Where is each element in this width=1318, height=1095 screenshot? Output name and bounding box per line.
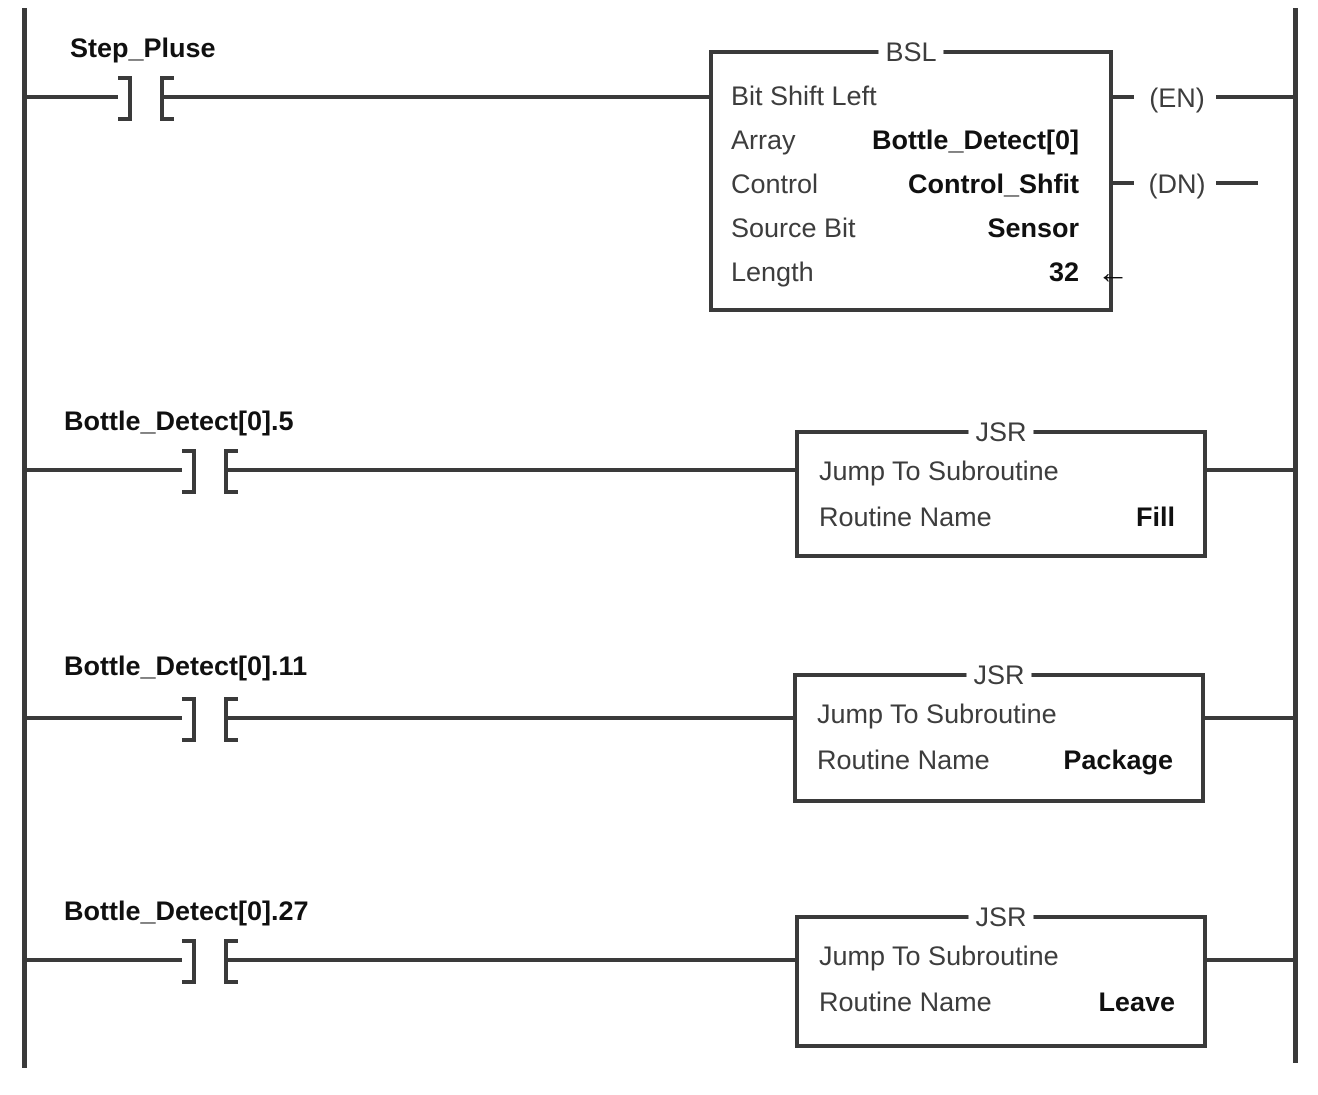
rung2-contact-tag[interactable]: Bottle_Detect[0].5 (64, 406, 294, 436)
param-label: Length (731, 256, 814, 287)
instruction-description-row: Jump To Subroutine (817, 691, 1173, 737)
instruction-description-row: Bit Shift Left (731, 74, 1079, 118)
param-value[interactable]: 32← (1048, 254, 1129, 290)
param-value[interactable]: Control_Shfit (908, 168, 1079, 199)
wire (25, 95, 132, 99)
rung2-no-contact[interactable] (182, 449, 238, 495)
wire (224, 958, 795, 962)
jsr-instruction-box-package[interactable]: JSR Jump To Subroutine Routine Name Pack… (793, 660, 1205, 803)
wire (160, 95, 709, 99)
wire (1207, 958, 1298, 962)
param-value[interactable]: Fill (1136, 501, 1175, 532)
jsr-instruction-title: JSR (968, 902, 1034, 932)
rung3-no-contact[interactable] (182, 697, 238, 743)
jsr-instruction-title: JSR (968, 417, 1034, 447)
bsl-instruction-title: BSL (878, 37, 944, 67)
jsr-instruction-content: Jump To Subroutine Routine Name Fill (799, 434, 1203, 554)
param-label: Routine Name (819, 986, 992, 1017)
param-value[interactable]: Sensor (987, 212, 1079, 243)
dn-output-marker: (DN) (1134, 169, 1220, 199)
param-label: Routine Name (819, 501, 992, 532)
bsl-instruction-content: Bit Shift Left Array Bottle_Detect[0] Co… (713, 54, 1129, 308)
param-value[interactable]: Bottle_Detect[0] (871, 124, 1079, 155)
wire (1113, 95, 1145, 99)
param-row-routine-name: Routine Name Leave (819, 979, 1175, 1025)
jsr-instruction-box-leave[interactable]: JSR Jump To Subroutine Routine Name Leav… (795, 902, 1207, 1048)
wire (1113, 181, 1145, 185)
jsr-instruction-content: Jump To Subroutine Routine Name Leave (799, 919, 1203, 1044)
rung1-no-contact[interactable] (118, 76, 174, 122)
param-row-routine-name: Routine Name Fill (819, 494, 1175, 540)
en-output-marker: (EN) (1134, 83, 1220, 113)
jsr-instruction-box-fill[interactable]: JSR Jump To Subroutine Routine Name Fill (795, 417, 1207, 558)
wire (25, 468, 196, 472)
instruction-description: Jump To Subroutine (819, 455, 1059, 486)
wire (1207, 468, 1298, 472)
contact-bracket-left (182, 939, 196, 984)
pending-edit-arrow-icon: ← (1097, 254, 1129, 290)
param-value[interactable]: Leave (1098, 986, 1175, 1017)
bsl-instruction-box[interactable]: BSL Bit Shift Left Array Bottle_Detect[0… (709, 37, 1129, 312)
wire (1216, 181, 1258, 185)
wire (224, 716, 793, 720)
contact-bracket-left (182, 697, 196, 742)
left-power-rail (22, 8, 27, 1068)
jsr-instruction-content: Jump To Subroutine Routine Name Package (797, 677, 1201, 799)
param-label: Routine Name (817, 744, 990, 775)
rung4-no-contact[interactable] (182, 939, 238, 985)
param-row-control: Control Control_Shfit (731, 162, 1079, 206)
param-label: Array (731, 124, 796, 155)
wire (25, 958, 196, 962)
rung3-contact-tag[interactable]: Bottle_Detect[0].11 (64, 651, 308, 681)
param-row-source-bit: Source Bit Sensor (731, 206, 1079, 250)
wire (1205, 716, 1298, 720)
jsr-instruction-title: JSR (966, 660, 1032, 690)
instruction-description: Bit Shift Left (731, 80, 877, 111)
param-label: Source Bit (731, 212, 856, 243)
instruction-description-row: Jump To Subroutine (819, 933, 1175, 979)
param-value[interactable]: Package (1063, 744, 1173, 775)
param-label: Control (731, 168, 819, 199)
wire (1216, 95, 1298, 99)
instruction-description: Jump To Subroutine (817, 698, 1057, 729)
param-row-routine-name: Routine Name Package (817, 737, 1173, 783)
contact-bracket-left (118, 76, 132, 121)
rung1-contact-tag[interactable]: Step_Pluse (70, 33, 216, 63)
wire (25, 716, 196, 720)
rung4-contact-tag[interactable]: Bottle_Detect[0].27 (64, 896, 309, 926)
contact-bracket-left (182, 449, 196, 494)
instruction-description-row: Jump To Subroutine (819, 448, 1175, 494)
param-row-length: Length 32← (731, 250, 1129, 294)
right-power-rail (1293, 8, 1298, 1063)
instruction-description: Jump To Subroutine (819, 940, 1059, 971)
param-row-array: Array Bottle_Detect[0] (731, 118, 1079, 162)
wire (224, 468, 795, 472)
